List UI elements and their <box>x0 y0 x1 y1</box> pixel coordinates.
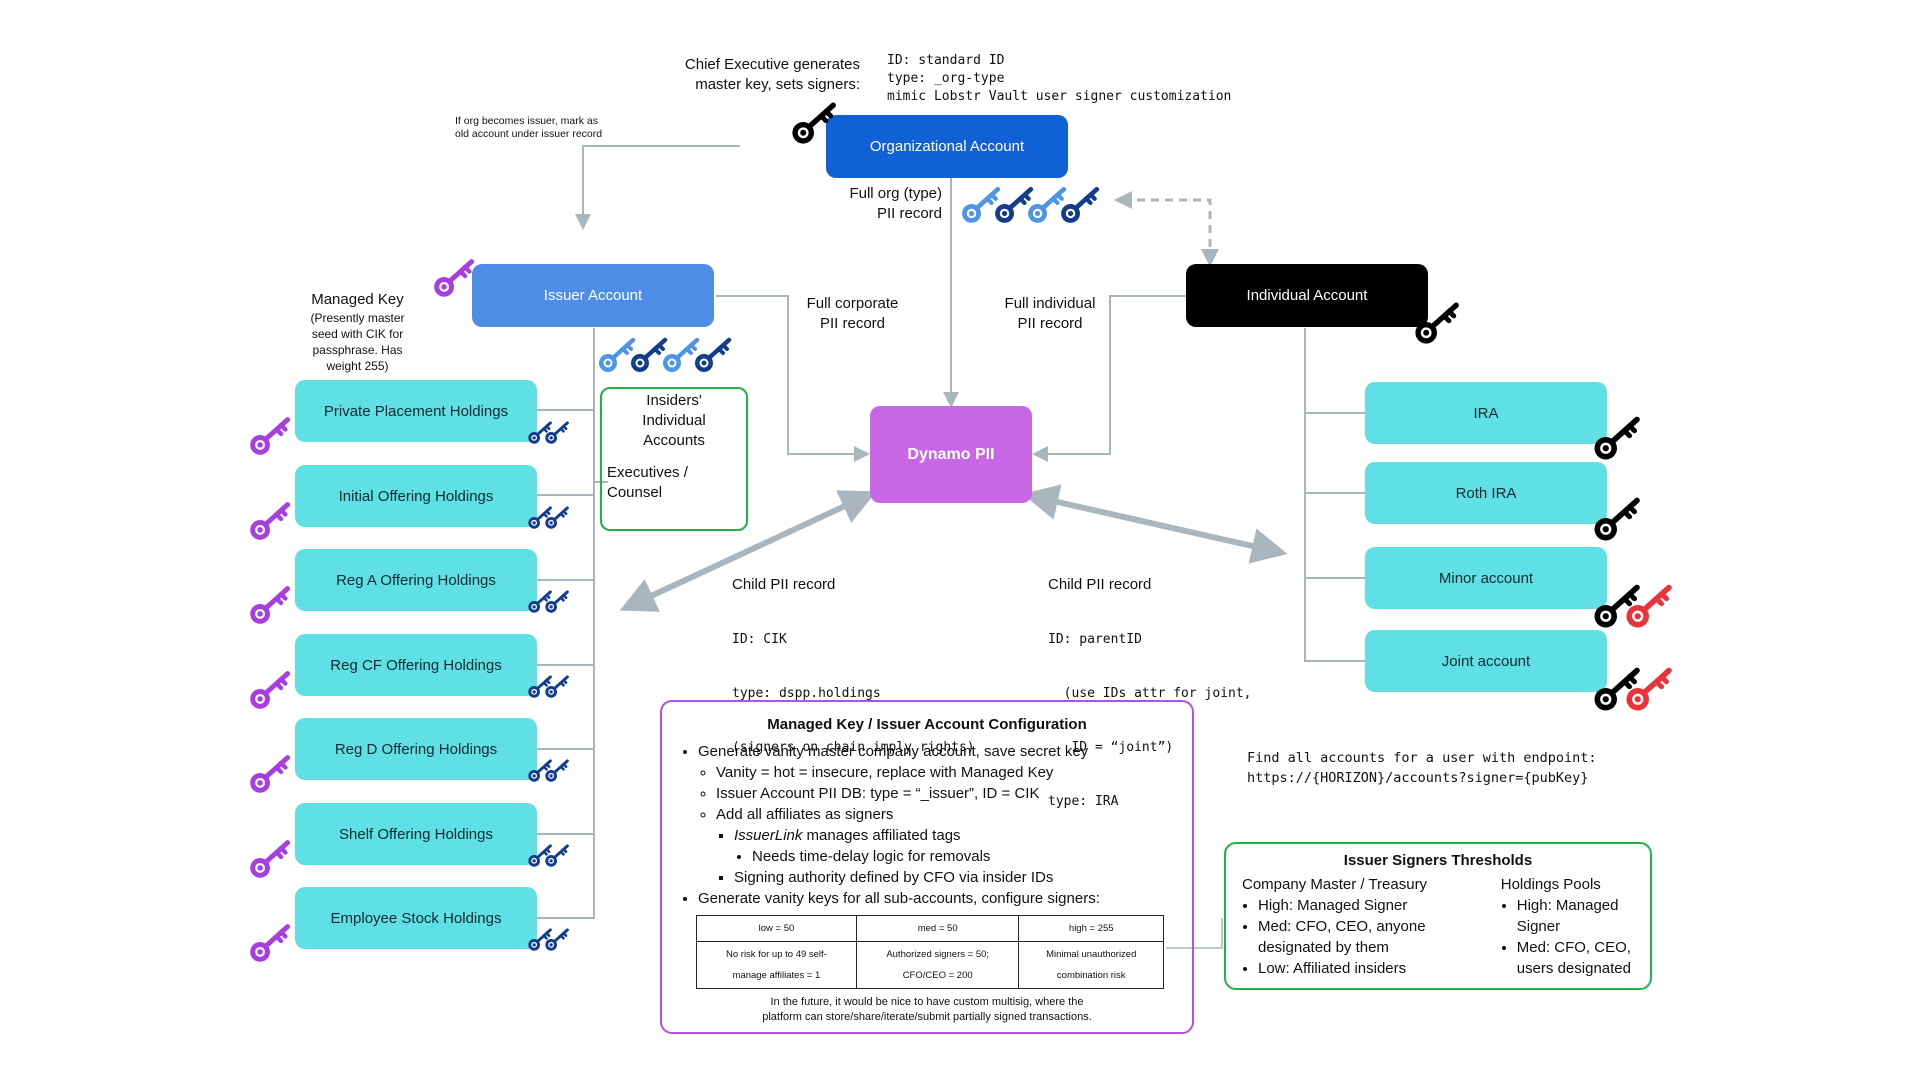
key-icon <box>962 186 1001 223</box>
holding-reg-a[interactable]: Reg A Offering Holdings <box>295 549 537 611</box>
connector-individual-trunk <box>1304 328 1365 662</box>
config-title: Managed Key / Issuer Account Configurati… <box>767 716 1087 733</box>
thresholds-box: Issuer Signers Thresholds Company Master… <box>1224 842 1652 990</box>
connector-issuer-to-dynamo <box>716 295 870 462</box>
key-icon <box>434 259 475 297</box>
key-icon <box>545 590 569 613</box>
endpoint-note: Find all accounts for a user with endpoi… <box>1247 750 1597 786</box>
key-icon <box>528 759 552 782</box>
issuer-mark-note: If org becomes issuer, mark as old accou… <box>455 115 603 140</box>
thresholds-title: Issuer Signers Thresholds <box>1343 852 1533 869</box>
key-icon <box>250 586 291 624</box>
key-icon <box>250 840 291 878</box>
connector-issuer-trunk <box>537 328 595 919</box>
holding-initial-offering[interactable]: Initial Offering Holdings <box>295 465 537 527</box>
chief-note: Chief Executive generates master key, se… <box>684 56 860 93</box>
key-icon <box>545 675 569 698</box>
key-icon <box>1594 497 1640 541</box>
key-icon <box>528 844 552 867</box>
key-icon <box>1415 302 1459 344</box>
key-icon <box>250 924 291 962</box>
individual-account-box[interactable]: Individual Account <box>1186 264 1428 327</box>
key-icon <box>631 337 668 372</box>
double-arrow-left <box>619 490 877 612</box>
key-icon <box>545 421 569 444</box>
issuer-account-box[interactable]: Issuer Account <box>472 264 714 327</box>
key-icon <box>695 337 732 372</box>
subaccount-ira[interactable]: IRA <box>1365 382 1607 444</box>
key-icon <box>663 337 700 372</box>
managed-key-note: Managed Key (Presently master seed with … <box>310 291 405 373</box>
key-icon <box>545 928 569 951</box>
key-icon <box>599 337 636 372</box>
key-icon <box>250 671 291 709</box>
subaccount-minor[interactable]: Minor account <box>1365 547 1607 609</box>
holding-reg-cf[interactable]: Reg CF Offering Holdings <box>295 634 537 696</box>
key-icon <box>792 102 836 144</box>
child-pii-right: Child PII record ID: parentID (use IDs a… <box>1048 576 1252 809</box>
config-box: Managed Key / Issuer Account Configurati… <box>660 700 1194 1034</box>
holding-employee-stock[interactable]: Employee Stock Holdings <box>295 887 537 949</box>
org-id-note: ID: standard ID type: _org-type mimic Lo… <box>887 53 1232 104</box>
connector-dashed <box>1114 191 1219 267</box>
connector-org-to-issuer <box>575 145 740 230</box>
key-icon <box>1594 416 1640 460</box>
child-pii-left: Child PII record ID: CIK type: dspp.hold… <box>732 576 975 755</box>
key-icon <box>1061 186 1100 223</box>
subaccount-roth-ira[interactable]: Roth IRA <box>1365 462 1607 524</box>
connector-individual-to-dynamo <box>1032 295 1186 462</box>
key-icon <box>1626 667 1672 711</box>
key-icon <box>528 506 552 529</box>
threshold-table: low = 50 med = 50 high = 255 No risk for… <box>696 915 1164 989</box>
key-icon <box>1594 667 1640 711</box>
key-icon <box>250 502 291 540</box>
key-icon <box>545 844 569 867</box>
connector-config-thresholds <box>1166 918 1223 949</box>
key-icon <box>250 417 291 455</box>
org-account-box[interactable]: Organizational Account <box>826 115 1068 178</box>
key-icon <box>995 186 1034 223</box>
double-arrow-right <box>1022 484 1288 564</box>
key-icon <box>545 506 569 529</box>
holding-shelf-offering[interactable]: Shelf Offering Holdings <box>295 803 537 865</box>
subaccount-joint[interactable]: Joint account <box>1365 630 1607 692</box>
key-icon <box>545 759 569 782</box>
key-icon <box>528 675 552 698</box>
key-icon <box>528 590 552 613</box>
key-icon <box>528 928 552 951</box>
dynamo-pii-box[interactable]: Dynamo PII <box>870 406 1032 503</box>
key-icon <box>1594 584 1640 628</box>
key-icon <box>1626 584 1672 628</box>
key-icon <box>1028 186 1067 223</box>
insiders-box: Insiders' Individual Accounts Executives… <box>600 387 748 531</box>
key-icon <box>250 755 291 793</box>
holding-private-placement[interactable]: Private Placement Holdings <box>295 380 537 442</box>
org-pii-label: Full org (type) PII record <box>849 185 942 222</box>
key-icon <box>528 421 552 444</box>
individual-pii-label: Full individual PII record <box>1004 295 1096 332</box>
corporate-pii-label: Full corporate PII record <box>806 295 899 332</box>
holding-reg-d[interactable]: Reg D Offering Holdings <box>295 718 537 780</box>
